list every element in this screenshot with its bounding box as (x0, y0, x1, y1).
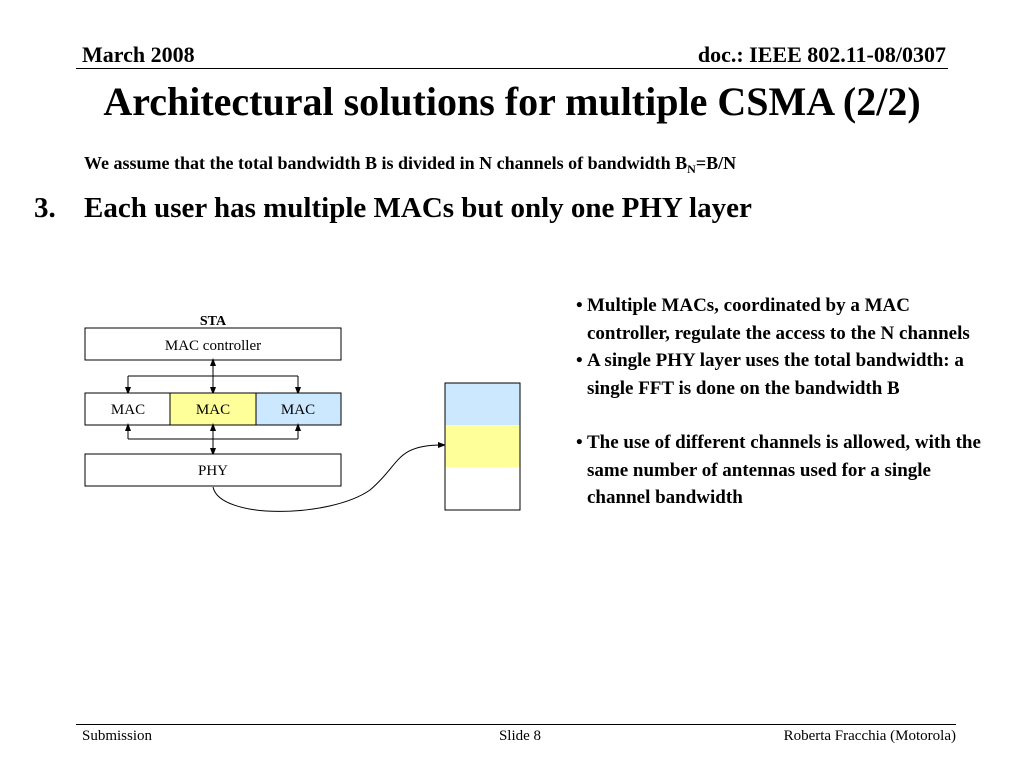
footer-rule (76, 724, 956, 725)
mac-label-3: MAC (281, 402, 315, 418)
phy-to-channels-curve (212, 442, 446, 512)
footer-author: Roberta Fracchia (Motorola) (783, 728, 956, 744)
bullet-item-1: •Multiple MACs, coordinated by a MAC con… (576, 295, 970, 344)
bullet-list: •Multiple MACs, coordinated by a MAC con… (576, 292, 996, 512)
channel-2 (445, 425, 520, 467)
assumption-text: We assume that the total bandwidth B is … (84, 153, 736, 177)
point-number: 3. (34, 192, 56, 224)
channel-3 (445, 467, 520, 510)
mac-label-2: MAC (196, 402, 230, 418)
header-rule (76, 68, 948, 69)
channel-stack-outline (444, 382, 521, 511)
bullet-text-1: Multiple MACs, coordinated by a MAC cont… (587, 295, 970, 344)
bullet-text-3: The use of different channels is allowed… (587, 432, 981, 508)
bullet-text-2: A single PHY layer uses the total bandwi… (587, 350, 964, 399)
slide-title: Architectural solutions for multiple CSM… (103, 79, 921, 124)
assumption-suffix: =B/N (695, 153, 737, 173)
numbered-point: 3. Each user has multiple MACs but only o… (34, 192, 752, 225)
header-doc-id: doc.: IEEE 802.11-08/0307 (697, 42, 946, 67)
bullet-gap (576, 402, 996, 429)
bullet-item-3: •The use of different channels is allowe… (576, 432, 981, 508)
mac-box-3 (255, 392, 342, 426)
assumption-subscript: N (687, 162, 696, 176)
phy-label: PHY (198, 463, 228, 479)
header-date: March 2008 (82, 42, 195, 67)
phy-box (84, 453, 342, 487)
footer-submission: Submission (82, 728, 153, 744)
sta-label: STA (200, 314, 227, 329)
mac-box-1 (84, 392, 171, 426)
assumption-main: We assume that the total bandwidth B is … (84, 153, 688, 173)
mac-controller-label: MAC controller (165, 338, 261, 354)
point-text: Each user has multiple MACs but only one… (84, 192, 752, 224)
mac-controller-box (84, 327, 342, 361)
footer-slide-number: Slide 8 (498, 728, 542, 744)
mac-label-1: MAC (111, 402, 145, 418)
bullet-item-2: •A single PHY layer uses the total bandw… (576, 350, 964, 399)
channel-1 (445, 383, 520, 425)
